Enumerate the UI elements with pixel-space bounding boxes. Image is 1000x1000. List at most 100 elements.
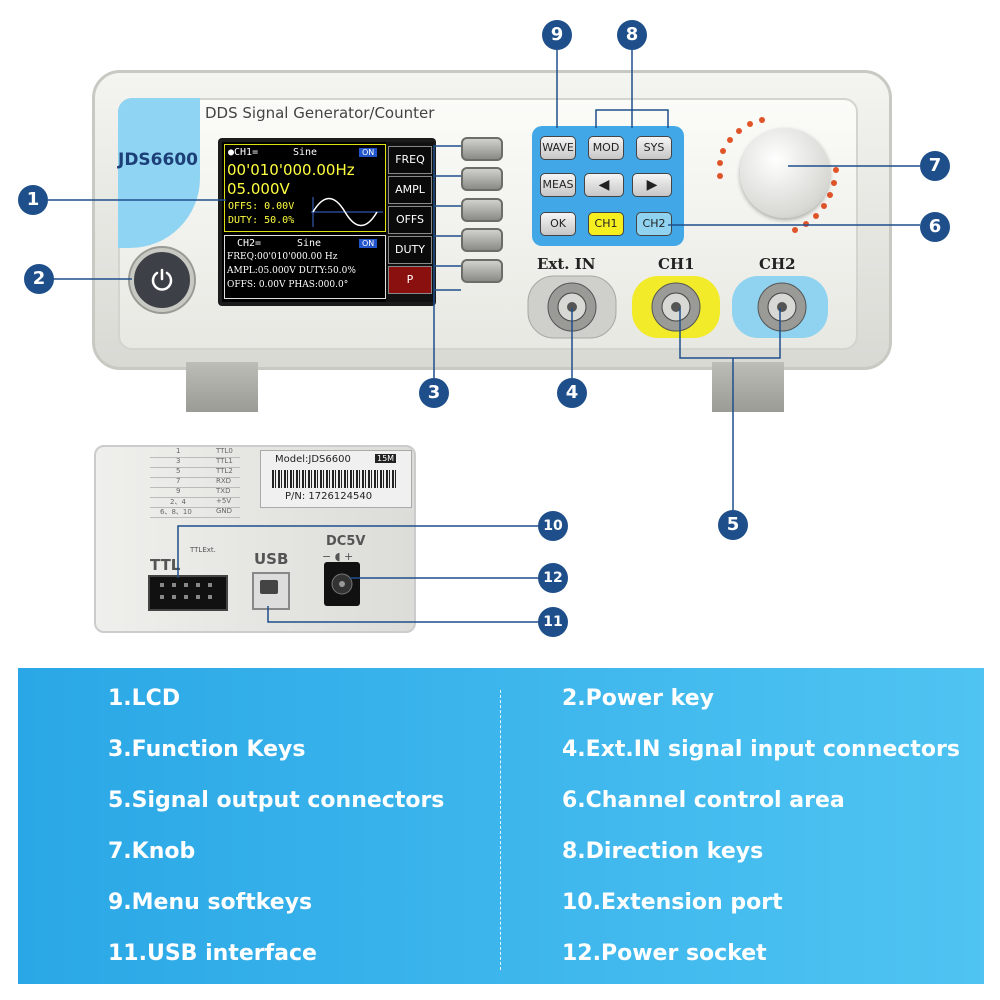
legend-panel <box>18 668 984 984</box>
callout-6: 6 <box>920 212 950 242</box>
function-key-4[interactable] <box>461 228 503 252</box>
lcd-menu-duty: DUTY <box>388 236 432 264</box>
device-foot-right <box>712 362 784 412</box>
legend-item-knob: 7.Knob <box>108 839 196 864</box>
function-key-3[interactable] <box>461 198 503 222</box>
legend-item-power-socket: 12.Power socket <box>562 941 767 966</box>
mod-button[interactable]: MOD <box>588 136 624 160</box>
model-tag-suffix: 15M <box>375 454 397 463</box>
callout-10: 10 <box>538 511 568 541</box>
ttl-label: TTL <box>150 556 181 574</box>
right-arrow-button[interactable]: ▶ <box>632 173 672 197</box>
legend-item-lcd: 1.LCD <box>108 686 181 711</box>
ch1-bnc-connector[interactable] <box>651 282 701 332</box>
lcd-ch2-amplitude: AMPL:05.000V DUTY:50.0% <box>227 266 356 276</box>
legend-item-function-keys: 3.Function Keys <box>108 737 306 762</box>
callout-7: 7 <box>920 151 950 181</box>
barcode <box>272 470 398 488</box>
lcd-ch2-frequency: FREQ:00'010'000.00 Hz <box>227 252 338 262</box>
dc-power-socket[interactable] <box>324 562 360 606</box>
bnc-connectors <box>527 275 828 339</box>
usb-port-socket <box>260 580 278 594</box>
legend-item-channel-control: 6.Channel control area <box>562 788 845 813</box>
lcd-ch1-panel: ●CH1= Sine ON 00'010'000.00Hz 05.000V OF… <box>224 144 386 232</box>
legend-item-usb: 11.USB interface <box>108 941 317 966</box>
callout-3: 3 <box>419 378 449 408</box>
ok-button[interactable]: OK <box>540 212 576 236</box>
model-label: JDS6600 <box>118 150 198 170</box>
legend-item-extension-port: 10.Extension port <box>562 890 783 915</box>
left-arrow-button[interactable]: ◀ <box>584 173 624 197</box>
lcd-menu-offs: OFFS <box>388 206 432 234</box>
ch2-button[interactable]: CH2 <box>636 212 672 236</box>
model-tag-text: Model:JDS6600 <box>275 454 351 465</box>
ttl-ext-label: TTLExt. <box>190 546 216 554</box>
lcd-menu-more: P <box>388 266 432 294</box>
power-button[interactable] <box>130 248 194 312</box>
lcd-ch1-offset: OFFS: 0.00V <box>228 201 295 212</box>
callout-8: 8 <box>617 20 647 50</box>
power-icon <box>151 268 173 291</box>
wave-button[interactable]: WAVE <box>540 136 576 160</box>
control-keypad: WAVE MOD SYS MEAS ◀ ▶ OK CH1 CH2 <box>532 126 684 246</box>
device-foot-left <box>186 362 258 412</box>
callout-4: 4 <box>557 378 587 408</box>
lcd-ch2-wave: Sine <box>297 238 322 249</box>
dc-socket-hole <box>331 573 353 595</box>
device-title: DDS Signal Generator/Counter <box>205 104 435 122</box>
ext-in-bnc-connector[interactable] <box>547 282 597 332</box>
callout-12: 12 <box>538 563 568 593</box>
ch2-output-label: CH2 <box>759 255 796 273</box>
part-number: P/N: 1726124540 <box>285 491 373 502</box>
callout-2: 2 <box>24 264 54 294</box>
pin-row: 2、4+5V <box>150 497 240 508</box>
meas-button[interactable]: MEAS <box>540 173 576 197</box>
lcd-ch2-panel: CH2= Sine ON FREQ:00'010'000.00 Hz AMPL:… <box>224 235 386 299</box>
function-key-5[interactable] <box>461 259 503 283</box>
lcd-ch1-amplitude: 05.000V <box>227 180 290 198</box>
usb-label: USB <box>254 550 289 568</box>
lcd-ch1-frequency: 00'010'000.00Hz <box>227 161 355 179</box>
legend-item-ext-in: 4.Ext.IN signal input connectors <box>562 737 960 762</box>
ttl-pin-array <box>160 583 212 599</box>
lcd-sine-waveform <box>311 197 383 227</box>
lcd-ch1-duty: DUTY: 50.0% <box>228 215 295 226</box>
callout-5: 5 <box>718 510 748 540</box>
function-key-1[interactable] <box>461 137 503 161</box>
callout-11: 11 <box>538 607 568 637</box>
rotary-knob[interactable] <box>740 128 830 218</box>
dc5v-label: DC5V <box>326 534 366 549</box>
lcd-menu-ampl: AMPL <box>388 176 432 204</box>
ext-in-label: Ext. IN <box>537 255 596 273</box>
dc-polarity-label: − ◖ + <box>322 550 354 563</box>
legend-divider <box>500 690 501 970</box>
lcd-screen <box>222 142 386 302</box>
legend-item-direction-keys: 8.Direction keys <box>562 839 764 864</box>
legend-item-signal-output: 5.Signal output connectors <box>108 788 445 813</box>
sys-button[interactable]: SYS <box>636 136 672 160</box>
ch1-button[interactable]: CH1 <box>588 212 624 236</box>
lcd-ch2-on-badge: ON <box>359 239 378 248</box>
ch2-bnc-connector[interactable] <box>757 282 807 332</box>
legend-item-menu-softkeys: 9.Menu softkeys <box>108 890 313 915</box>
ttl-extension-port[interactable] <box>148 575 228 611</box>
lcd-ch2-title: CH2= <box>237 238 262 249</box>
lcd-ch1-wave: Sine <box>293 147 318 158</box>
lcd-ch1-on-badge: ON <box>359 148 378 157</box>
lcd-menu-column: FREQ AMPL OFFS DUTY P <box>386 142 434 302</box>
function-key-2[interactable] <box>461 167 503 191</box>
lcd-ch1-title: ●CH1= <box>228 147 259 158</box>
lcd-ch2-offset: OFFS: 0.00V PHAS:000.0° <box>227 280 349 290</box>
callout-1: 1 <box>18 185 48 215</box>
legend-item-power-key: 2.Power key <box>562 686 714 711</box>
ch1-output-label: CH1 <box>658 255 695 273</box>
callout-9: 9 <box>542 20 572 50</box>
